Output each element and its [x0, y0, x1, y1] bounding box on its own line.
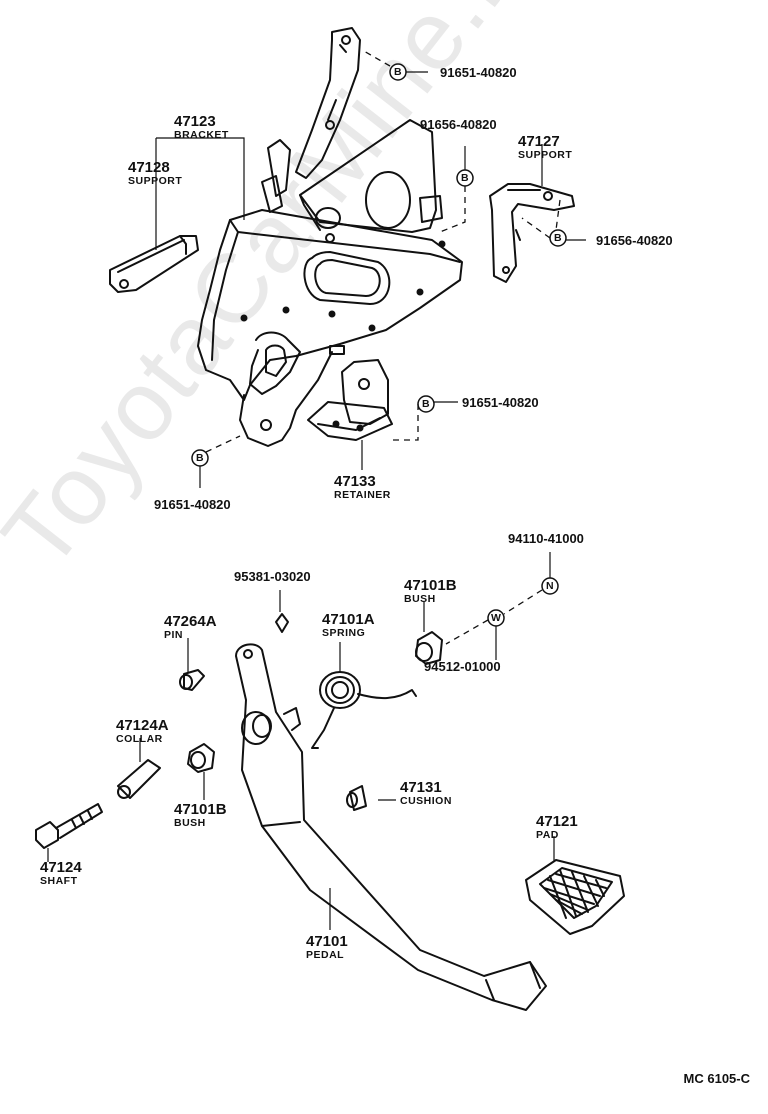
part-name-shaft: SHAFT — [40, 875, 78, 887]
retainer-47133-drawing — [307, 359, 393, 441]
part-name-pin: PIN — [164, 629, 184, 641]
support-47128-drawing — [109, 235, 199, 293]
part-name-support: SUPPORT — [128, 175, 183, 187]
fastener-symbol-w: W — [491, 612, 501, 624]
part-number-47128: 47128 — [128, 159, 170, 176]
part-name-bracket: BRACKET — [174, 129, 229, 141]
part-name-spring: SPRING — [322, 627, 366, 639]
collar-47124a-drawing — [117, 759, 161, 799]
diagram-code: MC 6105-C — [683, 1071, 750, 1086]
fastener-symbols — [191, 63, 567, 627]
part-number-47121: 47121 — [536, 813, 578, 830]
part-name-pedal: PEDAL — [306, 949, 345, 961]
part-name-retainer: RETAINER — [334, 489, 391, 501]
fastener-label-rear-plate: 91656-40820 — [420, 117, 497, 132]
part-name-pad: PAD — [536, 829, 559, 841]
fastener-symbol-b: B — [422, 398, 430, 410]
fastener-symbol-n: N — [546, 580, 554, 592]
pad-47121-drawing — [525, 859, 625, 935]
cushion-47131-drawing — [346, 785, 367, 811]
bracket-assembly-drawing — [197, 27, 463, 447]
fastener-label-washer: 94512-01000 — [424, 659, 501, 674]
part-name-bush: BUSH — [404, 593, 436, 605]
part-name-bush: BUSH — [174, 817, 206, 829]
part-number-47264a: 47264A — [164, 613, 217, 630]
part-number-47124a: 47124A — [116, 717, 169, 734]
fastener-label-nut: 94110-41000 — [508, 531, 584, 546]
fastener-label-lower-bracket: 91651-40820 — [154, 497, 231, 512]
part-number-47101: 47101 — [306, 933, 348, 950]
fastener-label-top-arm: 91651-40820 — [440, 65, 517, 80]
part-name-collar: COLLAR — [116, 733, 163, 745]
part-number-47133: 47133 — [334, 473, 376, 490]
part-number-47101a: 47101A — [322, 611, 375, 628]
support-47127-drawing — [489, 183, 575, 283]
bush-47101b-top-drawing — [415, 631, 443, 665]
fastener-symbol-b: B — [196, 452, 204, 464]
fastener-label-cotter-pin: 95381-03020 — [234, 569, 311, 584]
fastener-label-retainer: 91651-40820 — [462, 395, 539, 410]
fastener-symbol-b: B — [461, 172, 469, 184]
shaft-47124-drawing — [35, 803, 103, 849]
part-name-cushion: CUSHION — [400, 795, 452, 807]
part-number-47124: 47124 — [40, 859, 82, 876]
spring-47101a-drawing — [311, 671, 417, 749]
fastener-symbol-b: B — [554, 232, 562, 244]
pedal-47101-drawing — [235, 643, 547, 1011]
fastener-symbol-b: B — [394, 66, 402, 78]
pin-47264a-drawing — [179, 669, 205, 691]
part-number-47123: 47123 — [174, 113, 216, 130]
cotter-pin-drawing — [275, 613, 289, 633]
fastener-label-support-47127: 91656-40820 — [596, 233, 673, 248]
part-number-47127: 47127 — [518, 133, 560, 150]
part-number-47131: 47131 — [400, 779, 442, 796]
part-number-47101b-low: 47101B — [174, 801, 227, 818]
bush-47101b-low-drawing — [187, 743, 215, 773]
part-number-47101b-top: 47101B — [404, 577, 457, 594]
part-name-support: SUPPORT — [518, 149, 573, 161]
